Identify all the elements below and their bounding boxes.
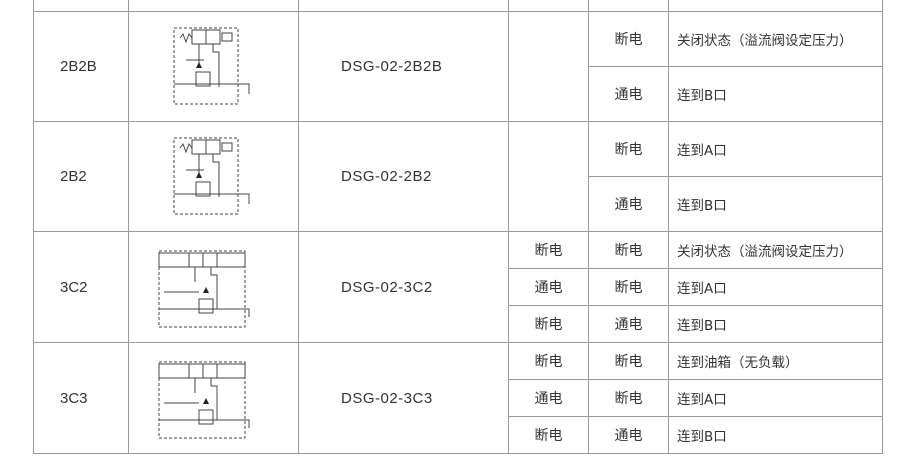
solenoid-b-state: 断电 <box>588 121 669 177</box>
solenoid-b-state: 通电 <box>588 176 669 232</box>
port-description: 连到A口 <box>668 379 883 417</box>
type-code: 3C2 <box>33 231 129 343</box>
port-description: 连到B口 <box>668 176 883 232</box>
table-row: 2B2 DSG-02-2B2 断电 连到A口 <box>33 121 883 232</box>
model-number: DSG-02-2B2B <box>298 11 509 122</box>
solenoid-a-state: 断电 <box>508 342 589 380</box>
solenoid-a-state: 断电 <box>508 416 589 454</box>
port-description: 连到A口 <box>668 121 883 177</box>
valve-spec-table: 2B2B DSG-02-2B2B 断电 关闭状态（溢流阀设定压力） 通电 连到B… <box>33 0 883 454</box>
table-row: 3C3 DSG-02-3C3 断电 断电 连到油箱（无负载） <box>33 342 883 454</box>
type-code: 2B2 <box>33 121 129 232</box>
solenoid-a-state: 通电 <box>508 379 589 417</box>
model-number: DSG-02-2B2 <box>298 121 509 232</box>
solenoid-b-state: 断电 <box>588 268 669 306</box>
valve-symbol-icon <box>128 231 299 343</box>
port-description: 关闭状态（溢流阀设定压力） <box>668 231 883 269</box>
port-description: 连到A口 <box>668 268 883 306</box>
table-row: 3C2 DSG-02-3C2 断电 断电 关闭状态（溢流阀设定压力） <box>33 231 883 343</box>
port-description: 连到B口 <box>668 416 883 454</box>
valve-symbol-icon <box>128 11 299 122</box>
solenoid-b-state: 通电 <box>588 66 669 122</box>
solenoid-b-state: 断电 <box>588 342 669 380</box>
table-row: 2B2B DSG-02-2B2B 断电 关闭状态（溢流阀设定压力） <box>33 11 883 122</box>
solenoid-b-state: 通电 <box>588 416 669 454</box>
valve-symbol-icon <box>128 121 299 232</box>
port-description: 关闭状态（溢流阀设定压力） <box>668 11 883 67</box>
solenoid-a-state: 断电 <box>508 231 589 269</box>
solenoid-b-state: 通电 <box>588 305 669 343</box>
type-code: 3C3 <box>33 342 129 454</box>
port-description: 连到B口 <box>668 305 883 343</box>
port-description: 连到B口 <box>668 66 883 122</box>
solenoid-a-state: 断电 <box>508 305 589 343</box>
solenoid-a-state: 通电 <box>508 268 589 306</box>
solenoid-b-state: 断电 <box>588 379 669 417</box>
model-number: DSG-02-3C2 <box>298 231 509 343</box>
valve-symbol-icon <box>128 342 299 454</box>
port-description: 连到油箱（无负载） <box>668 342 883 380</box>
solenoid-b-state: 断电 <box>588 231 669 269</box>
type-code: 2B2B <box>33 11 129 122</box>
model-number: DSG-02-3C3 <box>298 342 509 454</box>
solenoid-b-state: 断电 <box>588 11 669 67</box>
